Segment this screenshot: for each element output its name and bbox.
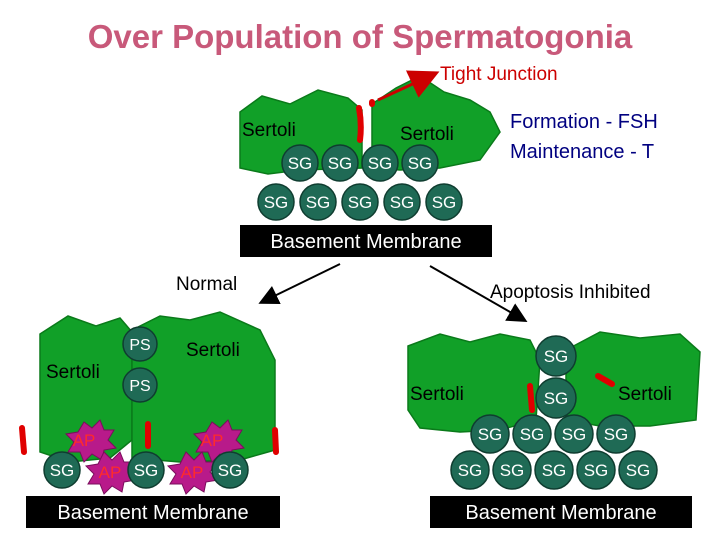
sg-cell bbox=[534, 450, 574, 490]
top-basement-label: Basement Membrane bbox=[270, 231, 461, 253]
sg-cell bbox=[211, 451, 249, 489]
sg-label: SG bbox=[432, 193, 457, 212]
sg-cell bbox=[576, 450, 616, 490]
top-tight-junction bbox=[356, 105, 364, 143]
sg-cell bbox=[535, 335, 577, 377]
sg-label: SG bbox=[390, 193, 415, 212]
sg-cell bbox=[535, 377, 577, 419]
sg-label: SG bbox=[520, 425, 545, 444]
sg-label: SG bbox=[348, 193, 373, 212]
sg-label: SG bbox=[408, 154, 433, 173]
left-diagram: PS PS Sertoli Sertoli AP AP SG AP SG AP … bbox=[19, 311, 280, 528]
sg-cell bbox=[281, 144, 319, 182]
ap-label: AP bbox=[73, 431, 96, 450]
sg-label: SG bbox=[544, 389, 569, 408]
right-tight-junction bbox=[527, 383, 535, 413]
tight-junction-label: Tight Junction bbox=[440, 64, 558, 85]
diagram-title: Over Population of Spermatogonia bbox=[88, 18, 633, 55]
ps-cell bbox=[122, 367, 158, 403]
sg-cell bbox=[618, 450, 658, 490]
top-sertoli-right-label: Sertoli bbox=[400, 124, 454, 145]
top-sertoli-left-label: Sertoli bbox=[242, 120, 296, 141]
left-basement-label: Basement Membrane bbox=[57, 502, 248, 524]
sg-cell bbox=[596, 414, 636, 454]
sg-cell bbox=[43, 451, 81, 489]
right-basement-label: Basement Membrane bbox=[465, 502, 656, 524]
top-sg-row2: SG SG SG SG SG bbox=[257, 183, 463, 221]
ap-burst bbox=[84, 451, 138, 495]
right-sg-row2: SG SG SG SG SG bbox=[450, 450, 658, 490]
sg-cell bbox=[512, 414, 552, 454]
maintenance-label: Maintenance - T bbox=[510, 141, 654, 163]
right-sertoli-b bbox=[565, 331, 701, 427]
sg-label: SG bbox=[264, 193, 289, 212]
left-tight-junction bbox=[19, 425, 27, 455]
top-basement-membrane bbox=[240, 225, 492, 257]
top-sg-row1: SG SG SG SG bbox=[281, 144, 439, 182]
right-basement-membrane bbox=[430, 496, 692, 528]
top-diagram: Tight Junction Sertoli Sertoli Formation… bbox=[239, 64, 658, 257]
sg-label: SG bbox=[500, 461, 525, 480]
sg-cell bbox=[383, 183, 421, 221]
normal-arrow bbox=[258, 263, 341, 304]
normal-label: Normal bbox=[176, 274, 237, 295]
ap-burst bbox=[166, 451, 220, 495]
sg-label: SG bbox=[134, 461, 159, 480]
sg-cell bbox=[257, 183, 295, 221]
ap-label: AP bbox=[99, 463, 122, 482]
sg-label: SG bbox=[328, 154, 353, 173]
sg-cell bbox=[470, 414, 510, 454]
sg-label: SG bbox=[306, 193, 331, 212]
ap-label: AP bbox=[181, 463, 204, 482]
sg-label: SG bbox=[542, 461, 567, 480]
sg-cell bbox=[321, 144, 359, 182]
sg-label: SG bbox=[288, 154, 313, 173]
left-sertoli-a-label: Sertoli bbox=[46, 362, 100, 383]
ps-label: PS bbox=[129, 378, 150, 395]
left-basement-membrane bbox=[26, 496, 280, 528]
formation-label: Formation - FSH bbox=[510, 111, 658, 133]
right-sertoli-a-label: Sertoli bbox=[410, 384, 464, 405]
sg-label: SG bbox=[584, 461, 609, 480]
sg-label: SG bbox=[626, 461, 651, 480]
sg-label: SG bbox=[368, 154, 393, 173]
sg-label: SG bbox=[218, 461, 243, 480]
ps-cell bbox=[122, 326, 158, 362]
sg-label: SG bbox=[544, 347, 569, 366]
sg-label: SG bbox=[458, 461, 483, 480]
sg-cell bbox=[425, 183, 463, 221]
sg-label: SG bbox=[50, 461, 75, 480]
right-sg-row1: SG SG SG SG bbox=[470, 414, 636, 454]
left-sertoli-b-label: Sertoli bbox=[186, 340, 240, 361]
sg-cell bbox=[450, 450, 490, 490]
right-tight-junction bbox=[595, 373, 615, 387]
left-tight-junction bbox=[272, 427, 279, 455]
sg-cell bbox=[361, 144, 399, 182]
right-diagram: SG SG Sertoli Sertoli SG SG SG SG SG SG bbox=[407, 331, 701, 528]
sg-label: SG bbox=[478, 425, 503, 444]
sg-cell bbox=[401, 144, 439, 182]
left-sertoli-b bbox=[131, 311, 276, 463]
ps-label: PS bbox=[129, 337, 150, 354]
tight-junction-arrow bbox=[377, 70, 440, 102]
sg-cell bbox=[492, 450, 532, 490]
sg-cell bbox=[554, 414, 594, 454]
sg-cell bbox=[127, 451, 165, 489]
right-sertoli-a bbox=[407, 333, 541, 433]
sg-label: SG bbox=[604, 425, 629, 444]
right-sertoli-b-label: Sertoli bbox=[618, 384, 672, 405]
apoptosis-arrow bbox=[429, 265, 528, 322]
apoptosis-label: Apoptosis Inhibited bbox=[490, 282, 651, 303]
sg-cell bbox=[341, 183, 379, 221]
ap-label: AP bbox=[201, 431, 224, 450]
sg-label: SG bbox=[562, 425, 587, 444]
sg-cell bbox=[299, 183, 337, 221]
